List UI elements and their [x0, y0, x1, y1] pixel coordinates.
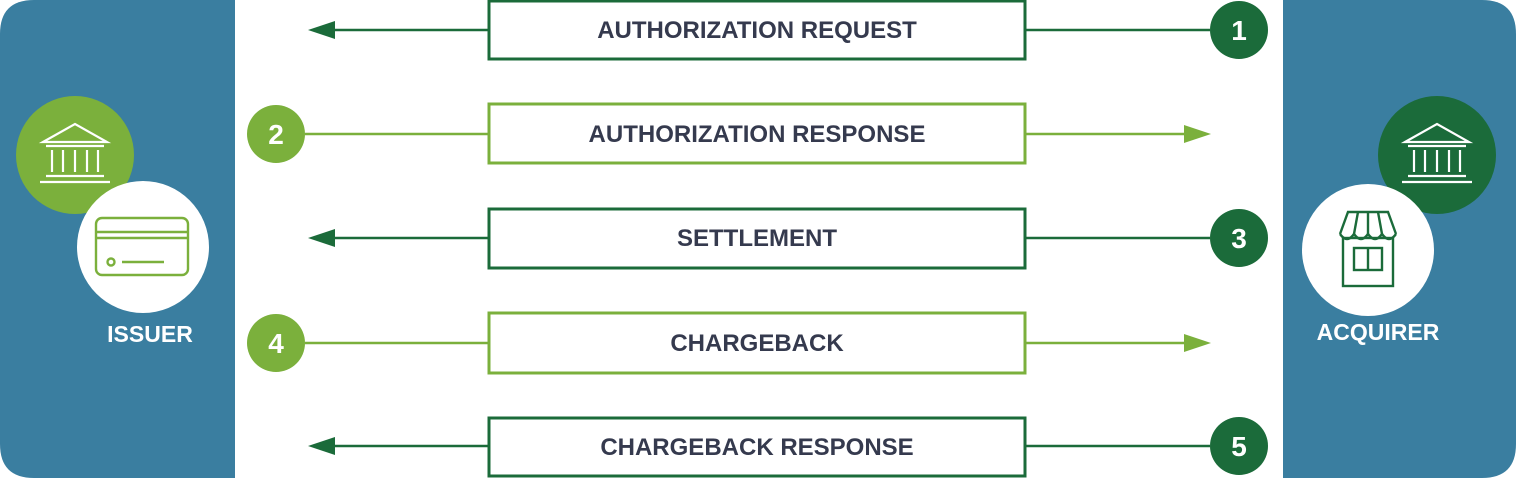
flow-box	[487, 207, 1027, 270]
flow-row-4: CHARGEBACK 4	[247, 311, 1211, 375]
flow-label: AUTHORIZATION REQUEST	[597, 17, 917, 44]
credit-card-icon	[77, 181, 209, 313]
flow-row-3: SETTLEMENT 3	[308, 207, 1268, 270]
step-badge	[247, 105, 305, 163]
step-number: 2	[268, 119, 284, 150]
flow-box	[487, 311, 1027, 375]
flow-box	[487, 416, 1027, 478]
acquirer-panel: ACQUIRER	[1283, 0, 1516, 478]
step-number: 5	[1231, 431, 1247, 462]
flow-label: SETTLEMENT	[677, 225, 837, 252]
storefront-icon	[1302, 184, 1434, 316]
step-badge	[1210, 1, 1268, 59]
issuer-panel: ISSUER	[0, 0, 235, 478]
bank-icon	[1378, 96, 1496, 214]
step-badge	[247, 314, 305, 372]
step-number: 3	[1231, 223, 1247, 254]
acquirer-label: ACQUIRER	[1317, 319, 1440, 345]
flow-label: CHARGEBACK	[670, 330, 844, 357]
step-badge	[1210, 209, 1268, 267]
flow-box	[487, 102, 1027, 165]
flow-row-1: AUTHORIZATION REQUEST 1	[308, 0, 1268, 61]
step-badge	[1210, 417, 1268, 475]
step-number: 1	[1231, 15, 1247, 46]
issuer-label: ISSUER	[107, 321, 193, 347]
flow-row-2: AUTHORIZATION RESPONSE 2	[247, 102, 1211, 165]
bank-icon	[16, 96, 134, 214]
flow-label: AUTHORIZATION RESPONSE	[589, 121, 926, 148]
flow-label: CHARGEBACK RESPONSE	[600, 434, 913, 461]
step-number: 4	[268, 328, 284, 359]
flow-row-5: CHARGEBACK RESPONSE 5	[308, 416, 1268, 478]
flow-box	[487, 0, 1027, 61]
